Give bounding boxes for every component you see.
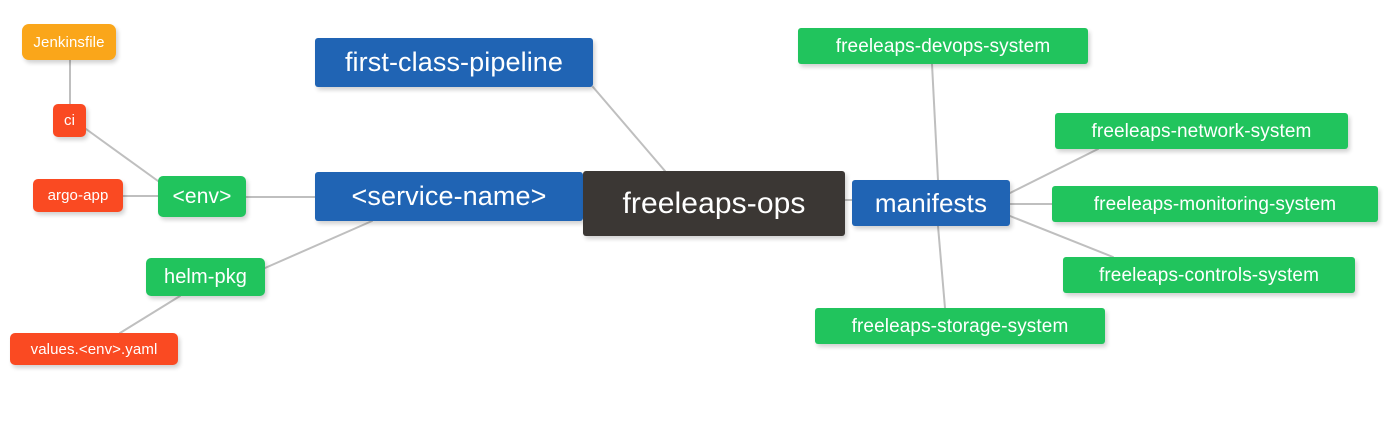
mindmap-node-storage[interactable]: freeleaps-storage-system [815,308,1105,344]
mindmap-node-ci[interactable]: ci [53,104,86,137]
mindmap-node-argo-app[interactable]: argo-app [33,179,123,212]
mindmap-node-network[interactable]: freeleaps-network-system [1055,113,1348,149]
mindmap-node-pipeline[interactable]: first-class-pipeline [315,38,593,87]
mindmap-node-manifests[interactable]: manifests [852,180,1010,226]
mindmap-node-monitoring[interactable]: freeleaps-monitoring-system [1052,186,1378,222]
mindmap-node-env[interactable]: <env> [158,176,246,217]
mindmap-node-freeleaps-ops[interactable]: freeleaps-ops [583,171,845,236]
mindmap-node-controls[interactable]: freeleaps-controls-system [1063,257,1355,293]
mindmap-node-helm-pkg[interactable]: helm-pkg [146,258,265,296]
mindmap-node-service-name[interactable]: <service-name> [315,172,583,221]
mindmap-node-devops[interactable]: freeleaps-devops-system [798,28,1088,64]
mindmap-node-jenkinsfile[interactable]: Jenkinsfile [22,24,116,60]
mindmap-node-values-yaml[interactable]: values.<env>.yaml [10,333,178,365]
